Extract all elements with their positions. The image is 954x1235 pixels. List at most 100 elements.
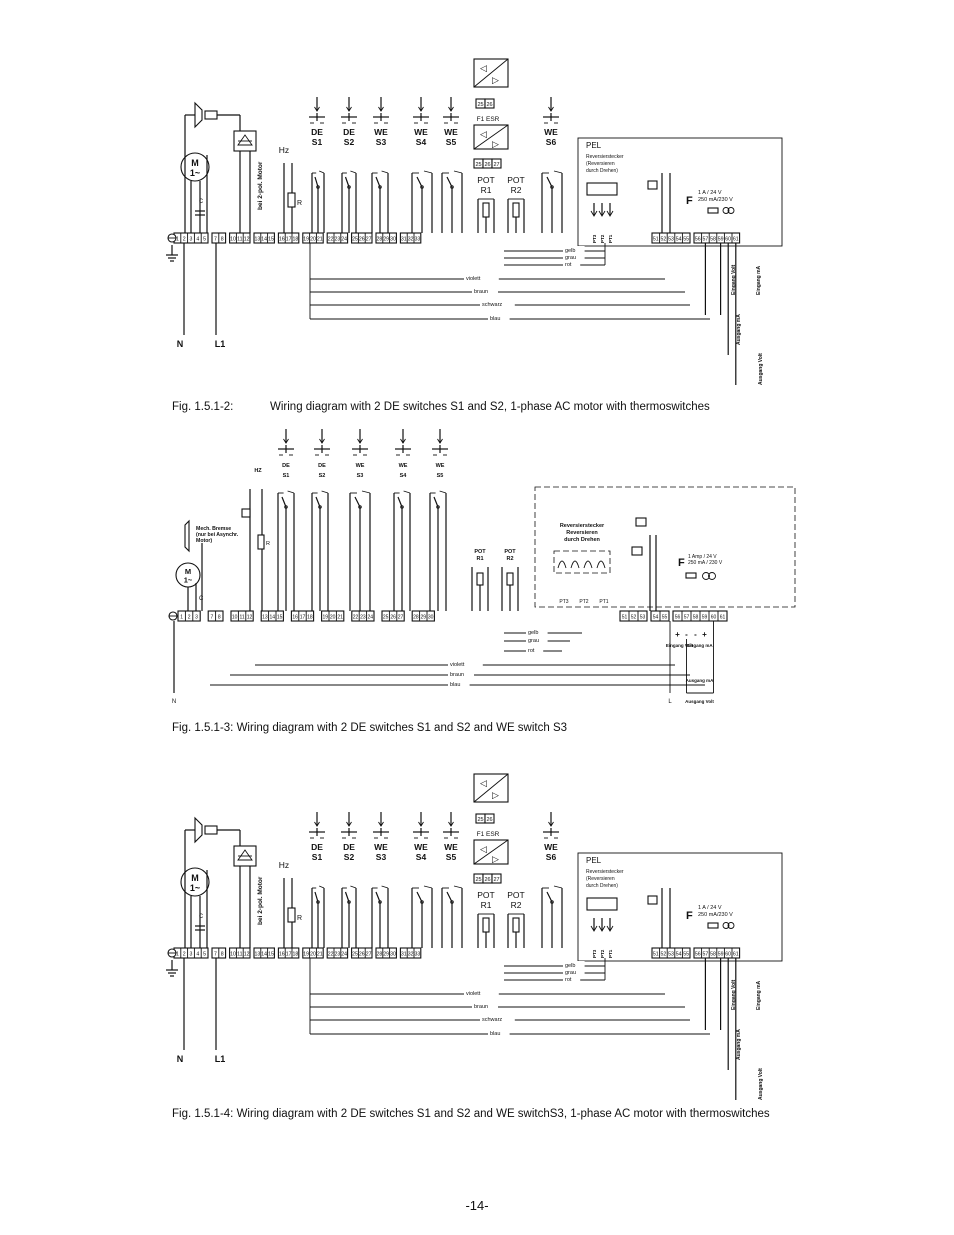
output-label: Ausgang Volt xyxy=(758,1068,764,1100)
terminal-block xyxy=(326,947,349,959)
pel-line: (Reversieren xyxy=(586,876,615,882)
terminal-block xyxy=(253,232,275,244)
terminal-number: 18 xyxy=(307,615,313,621)
fuse-label: F xyxy=(678,557,685,569)
esr-terminal-number: 25 xyxy=(475,877,481,883)
resistor-symbol xyxy=(257,534,265,550)
contact-top-r xyxy=(403,490,411,494)
contact-pivot xyxy=(347,185,351,189)
reversier-plug xyxy=(553,550,611,574)
caption-label: Fig. 1.5.1-3: xyxy=(172,722,234,734)
pel-title: PEL xyxy=(586,141,602,150)
wire-label-bg xyxy=(448,670,474,677)
wire-label-bg xyxy=(526,636,548,643)
transformer-coil xyxy=(727,207,735,214)
terminal-number: 53 xyxy=(668,237,674,243)
terminal-block xyxy=(277,232,300,244)
pel-line: durch Drehen) xyxy=(586,168,618,174)
fuse-spec: 250 mA / 230 V xyxy=(688,560,723,566)
pt-label: PT3 xyxy=(592,949,597,958)
terminal-block xyxy=(375,232,397,244)
terminal-number: 20 xyxy=(330,615,336,621)
terminal-number: 11 xyxy=(237,237,242,243)
terminal-number: 13 xyxy=(255,237,261,243)
pt-label: PT2 xyxy=(600,949,605,958)
terminal-number: 61 xyxy=(733,952,739,958)
pt-arrow xyxy=(590,925,598,932)
terminal-block xyxy=(277,947,300,959)
wire-label-bg xyxy=(448,680,470,687)
contact-top-r xyxy=(453,170,463,174)
terminal-number: 16 xyxy=(279,952,285,958)
terminal-number: 3 xyxy=(190,952,193,958)
wire-label-bg xyxy=(480,300,515,307)
pt-label: PT2 xyxy=(579,599,588,605)
terminal-number: 24 xyxy=(368,615,374,621)
terminal-number: 4 xyxy=(196,237,199,243)
switch-name: S2 xyxy=(344,852,355,862)
contact-pivot xyxy=(347,900,351,904)
switch-name: S3 xyxy=(357,473,364,479)
terminal-block xyxy=(230,610,254,622)
terminal-number: 57 xyxy=(703,237,709,243)
resistor-label: R xyxy=(297,915,302,922)
contact-blade xyxy=(433,496,439,508)
terminal-block xyxy=(302,947,324,959)
terminal-number: 15 xyxy=(268,952,274,958)
terminal-number: 26 xyxy=(359,952,365,958)
pt-arrow xyxy=(598,210,606,217)
contact-pivot xyxy=(284,505,288,509)
terminal-number: 14 xyxy=(270,615,276,621)
switch-name: S2 xyxy=(344,137,355,147)
terminal-number: 26 xyxy=(359,237,365,243)
esr-diag xyxy=(473,124,509,150)
switch-type: DE xyxy=(318,463,326,469)
terminal-number: 24 xyxy=(341,237,347,243)
arrow-head xyxy=(548,821,554,827)
esr-arrow-icon: ▷ xyxy=(492,790,499,800)
terminal-number: 19 xyxy=(323,615,329,621)
terminal-block xyxy=(253,947,275,959)
contact-top-r xyxy=(381,170,389,174)
terminal-number: 22 xyxy=(328,237,334,243)
heater-label: Hz xyxy=(279,860,289,870)
contact-pivot xyxy=(378,185,382,189)
caption-fig-1-5-1-3: Fig. 1.5.1-3: Wiring diagram with 2 DE s… xyxy=(172,722,567,734)
fuse-spec: 1 Amp / 24 V xyxy=(688,554,717,560)
contact-blade xyxy=(344,891,350,903)
switch-type: WE xyxy=(544,842,558,852)
fuse-spec: 250 mA/230 V xyxy=(698,912,733,918)
wire-label-bg xyxy=(480,1015,515,1022)
terminal-number: 30 xyxy=(390,952,396,958)
heater-label: Hz xyxy=(279,145,289,155)
pot-id: R2 xyxy=(506,556,513,562)
contact-top-r xyxy=(287,490,295,494)
wire-label-bg xyxy=(464,989,499,996)
pel-line: Reversierstecker xyxy=(560,523,605,529)
wire-label-bg xyxy=(563,968,585,975)
output-label: Ausgang Volt xyxy=(758,353,764,385)
motor-symbol xyxy=(180,152,210,182)
terminal-block xyxy=(326,232,349,244)
supply-L1-label: L1 xyxy=(215,339,226,349)
terminal-number: 55 xyxy=(683,952,689,958)
esr-arrow-icon: ◁ xyxy=(480,844,487,854)
pel-line: Reversieren xyxy=(566,530,598,536)
relay-coil xyxy=(635,517,647,527)
io-sign: + xyxy=(702,630,707,639)
switch-type: WE xyxy=(444,842,458,852)
terminal-number: 12 xyxy=(247,615,253,621)
switch-name: S6 xyxy=(546,852,557,862)
contact-blade xyxy=(446,891,453,903)
arrow-head xyxy=(378,821,384,827)
contact-top-r xyxy=(321,490,329,494)
terminal-number: 29 xyxy=(383,237,389,243)
contact-pivot xyxy=(318,505,322,509)
terminal-number: 59 xyxy=(718,952,724,958)
motor-phase: 1~ xyxy=(190,883,200,893)
contact-blade xyxy=(375,176,381,188)
contact-blade xyxy=(375,891,381,903)
rectifier-diode xyxy=(237,134,253,146)
